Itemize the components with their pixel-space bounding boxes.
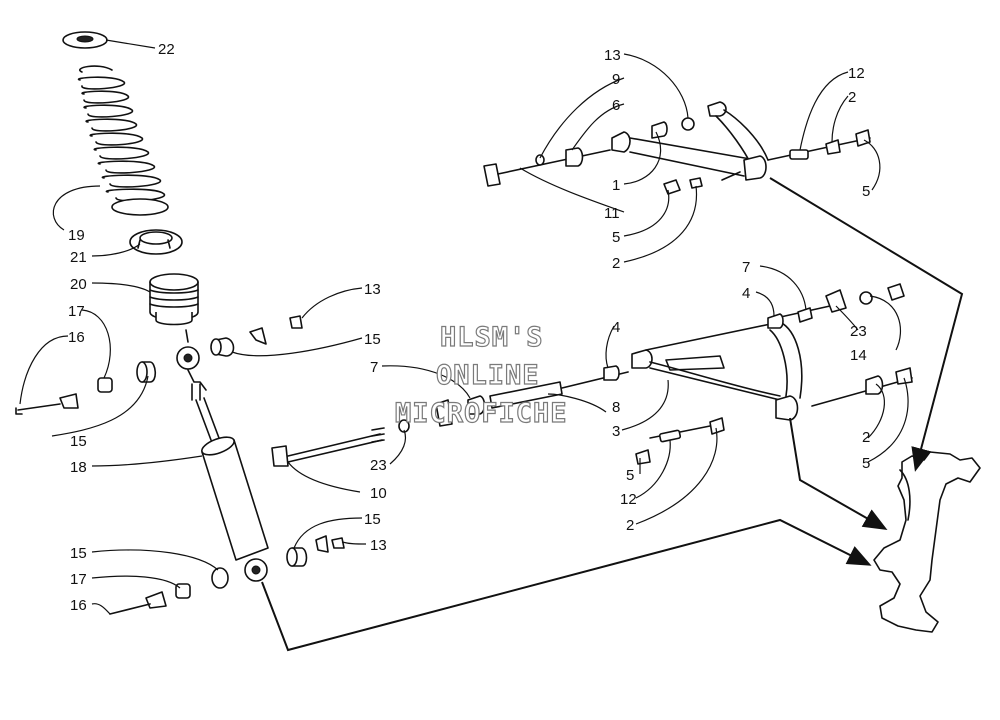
spindle <box>873 451 981 633</box>
callout-5: 5 <box>862 455 870 472</box>
callout-2: 2 <box>612 255 620 272</box>
shock-body <box>195 397 269 582</box>
callout-2: 2 <box>848 89 856 106</box>
upper-bushing <box>15 361 157 415</box>
watermark-line-1: HLSM'S <box>440 322 544 353</box>
callout-21: 21 <box>70 249 87 266</box>
callout-20: 20 <box>70 276 87 293</box>
callout-4: 4 <box>612 319 620 336</box>
upper-a-arm <box>611 101 769 181</box>
callout-10: 10 <box>370 485 387 502</box>
callout-2: 2 <box>626 517 634 534</box>
callout-16: 16 <box>70 597 87 614</box>
spring-retainer-collar <box>129 229 183 255</box>
callout-7: 7 <box>370 359 378 376</box>
callout-3: 3 <box>612 423 620 440</box>
callout-numbers: 22 19 21 20 13 17 16 15 15 18 15 13 15 1… <box>68 41 870 614</box>
lower-arm-hardware <box>271 283 913 467</box>
callout-13: 13 <box>370 537 387 554</box>
upper-arm-hardware <box>483 117 871 195</box>
callout-5: 5 <box>862 183 870 200</box>
lower-bushings <box>109 535 345 615</box>
callout-18: 18 <box>70 459 87 476</box>
callout-17: 17 <box>70 571 87 588</box>
callout-7: 7 <box>742 259 750 276</box>
coil-spring <box>77 65 169 216</box>
callout-15: 15 <box>364 511 381 528</box>
adjuster-sleeve <box>149 273 199 326</box>
callout-4: 4 <box>742 285 750 302</box>
callout-15: 15 <box>364 331 381 348</box>
callout-15: 15 <box>70 545 87 562</box>
callout-8: 8 <box>612 399 620 416</box>
shock-top-eye <box>176 329 207 401</box>
callout-12: 12 <box>848 65 865 82</box>
callout-15: 15 <box>70 433 87 450</box>
callout-1: 1 <box>612 177 620 194</box>
assembly-arrows <box>261 177 964 652</box>
callout-14: 14 <box>850 347 867 364</box>
callout-13: 13 <box>364 281 381 298</box>
watermark: HLSM'S ONLINE MICROFICHE <box>394 321 568 429</box>
callout-22: 22 <box>158 41 175 58</box>
upper-right-bushing <box>210 315 303 357</box>
callout-5: 5 <box>626 467 634 484</box>
callout-19: 19 <box>68 227 85 244</box>
callout-6: 6 <box>612 97 620 114</box>
callout-5: 5 <box>612 229 620 246</box>
callout-17: 17 <box>68 303 85 320</box>
leader-lines <box>19 39 909 615</box>
callout-16: 16 <box>68 329 85 346</box>
callout-2: 2 <box>862 429 870 446</box>
callout-13: 13 <box>604 47 621 64</box>
lower-a-arm <box>631 321 803 421</box>
watermark-line-2: ONLINE <box>436 360 540 391</box>
watermark-line-3: MICROFICHE <box>395 398 568 429</box>
callout-23: 23 <box>850 323 867 340</box>
callout-12: 12 <box>620 491 637 508</box>
callout-9: 9 <box>612 71 620 88</box>
spring-cap <box>62 31 108 49</box>
callout-11: 11 <box>604 205 620 222</box>
callout-23: 23 <box>370 457 387 474</box>
